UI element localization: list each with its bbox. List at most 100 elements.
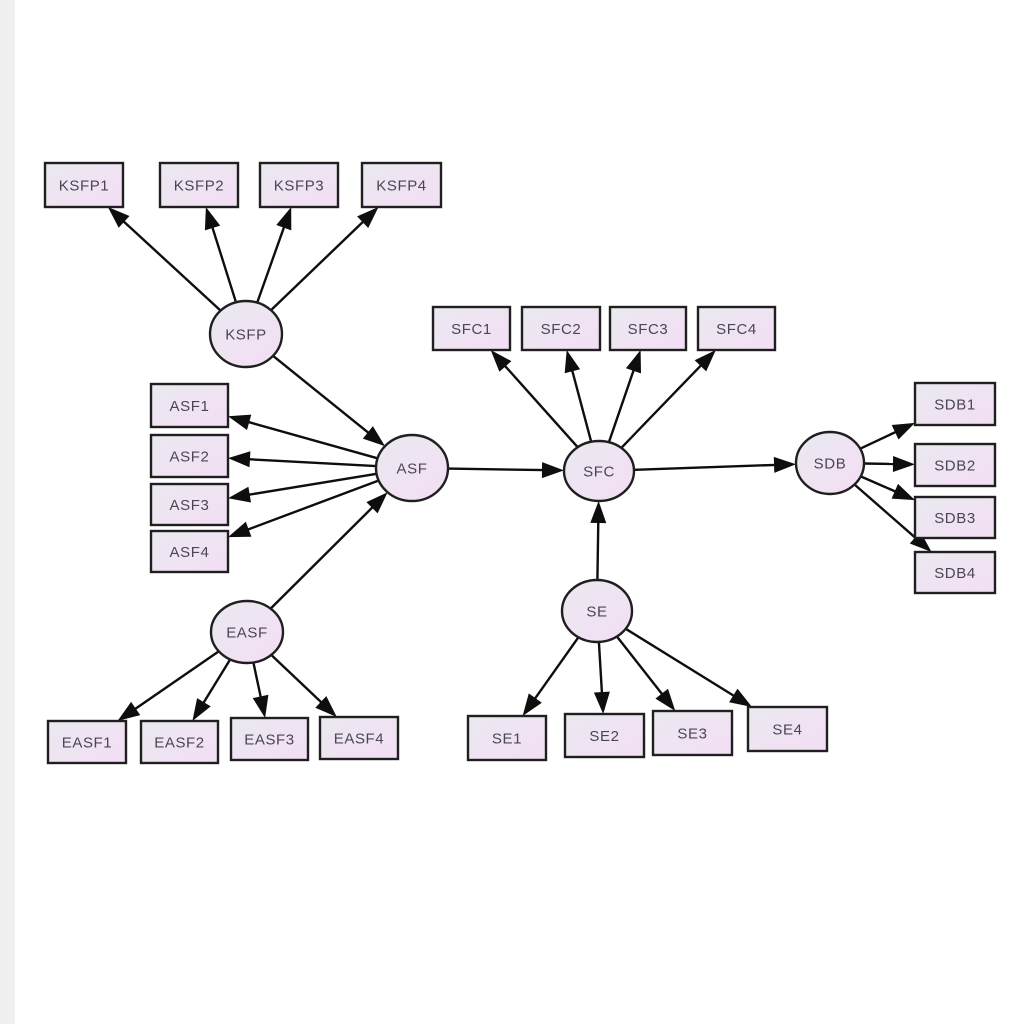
page-left-gutter xyxy=(0,0,15,1024)
observed-variable-rect xyxy=(563,712,646,759)
edge-ASF-ASF3 xyxy=(228,472,377,503)
node-label-se2: SE2 xyxy=(589,728,619,745)
arrowhead-icon xyxy=(366,492,388,514)
node-sfc3: SFC3 xyxy=(608,305,688,352)
node-label-se3: SE3 xyxy=(677,725,707,742)
edge-EASF-EASF1 xyxy=(117,650,220,721)
edge-SFC-SDB xyxy=(633,456,796,473)
edge-line xyxy=(270,219,365,312)
edge-line xyxy=(615,635,664,697)
edge-SDB-SDB4 xyxy=(853,483,932,552)
observed-variable-rect xyxy=(149,382,230,429)
edge-line xyxy=(620,363,703,449)
observed-variable-rect xyxy=(149,529,230,574)
observed-variable-rect xyxy=(318,715,400,761)
node-ksfp2: KSFP2 xyxy=(158,161,240,209)
edge-line xyxy=(860,475,898,494)
node-label-sfc2: SFC2 xyxy=(541,321,582,338)
arrowhead-icon xyxy=(891,483,915,501)
arrowhead-icon xyxy=(773,456,796,473)
observed-variable-rect xyxy=(466,714,548,762)
edge-line xyxy=(201,658,232,705)
arrowhead-icon xyxy=(541,462,564,479)
arrowhead-icon xyxy=(490,350,512,372)
observed-variable-rect xyxy=(149,482,230,527)
observed-variable-rect xyxy=(913,495,997,540)
edge-ASF-ASF1 xyxy=(228,414,378,460)
node-label-easf4: EASF4 xyxy=(334,730,385,747)
observed-variable-rect xyxy=(746,705,829,753)
node-label-ksfp: KSFP xyxy=(225,326,267,343)
node-se2: SE2 xyxy=(563,712,646,759)
edge-EASF-ASF xyxy=(269,492,388,610)
edge-SE-SE2 xyxy=(593,641,610,714)
arrowhead-icon xyxy=(252,694,269,718)
arrowhead-icon xyxy=(228,451,251,468)
arrowhead-icon xyxy=(228,414,252,430)
node-label-easf3: EASF3 xyxy=(244,731,295,748)
node-label-ksfp4: KSFP4 xyxy=(376,177,427,194)
edge-line xyxy=(853,483,918,540)
edge-layer xyxy=(107,207,932,721)
edge-ASF-ASF2 xyxy=(228,451,377,468)
node-label-sdb: SDB xyxy=(814,455,847,472)
edge-ASF-SFC xyxy=(447,462,564,479)
node-label-ksfp1: KSFP1 xyxy=(59,177,110,194)
edge-KSFP-ASF xyxy=(272,354,385,447)
arrowhead-icon xyxy=(593,691,610,714)
node-sfc2: SFC2 xyxy=(520,305,602,352)
node-se4: SE4 xyxy=(746,705,829,753)
arrowhead-icon xyxy=(357,207,379,228)
node-sdb4: SDB4 xyxy=(913,550,997,595)
observed-variable-rect xyxy=(158,161,240,209)
observed-variable-rect xyxy=(913,550,997,595)
node-ksfp3: KSFP3 xyxy=(258,161,340,209)
observed-variable-rect xyxy=(139,719,220,765)
edge-SE-SE3 xyxy=(615,635,676,711)
node-label-sdb2: SDB2 xyxy=(934,457,976,474)
edge-SFC-SFC3 xyxy=(607,350,641,443)
arrowhead-icon xyxy=(204,207,221,231)
latent-variable-ellipse xyxy=(794,430,866,496)
observed-variable-rect xyxy=(229,716,310,762)
node-se3: SE3 xyxy=(651,709,734,757)
arrowhead-icon xyxy=(590,501,607,524)
edge-ASF-ASF4 xyxy=(228,479,380,538)
edge-line xyxy=(121,219,222,312)
edge-SFC-SFC2 xyxy=(564,350,593,443)
edge-line xyxy=(863,462,896,466)
edge-line xyxy=(247,458,377,468)
observed-variable-rect xyxy=(520,305,602,352)
node-label-ksfp2: KSFP2 xyxy=(174,177,225,194)
node-asf3: ASF3 xyxy=(149,482,230,527)
edge-line xyxy=(246,420,378,460)
arrowhead-icon xyxy=(892,456,915,472)
edge-line xyxy=(503,364,579,448)
edge-SDB-SDB1 xyxy=(859,422,915,450)
edge-EASF-EASF4 xyxy=(270,654,337,717)
edge-line xyxy=(597,641,604,695)
node-label-asf: ASF xyxy=(397,460,428,477)
arrowhead-icon xyxy=(228,521,252,538)
arrowhead-icon xyxy=(891,422,915,440)
node-label-sfc4: SFC4 xyxy=(716,321,757,338)
node-asf: ASF xyxy=(374,433,450,503)
node-label-se: SE xyxy=(586,603,607,620)
node-label-asf1: ASF1 xyxy=(170,398,210,415)
observed-variable-rect xyxy=(258,161,340,209)
edge-line xyxy=(570,368,593,443)
edge-line xyxy=(210,225,238,303)
edge-line xyxy=(596,520,600,581)
edge-line xyxy=(133,650,220,711)
node-easf3: EASF3 xyxy=(229,716,310,762)
observed-variable-rect xyxy=(651,709,734,757)
edge-line xyxy=(859,430,898,450)
observed-variable-rect xyxy=(913,381,997,427)
node-label-asf4: ASF4 xyxy=(170,544,210,561)
arrowhead-icon xyxy=(564,350,581,374)
edge-SDB-SDB3 xyxy=(860,475,915,501)
latent-variable-ellipse xyxy=(560,578,634,644)
edge-KSFP-KSFP4 xyxy=(270,207,379,312)
node-easf2: EASF2 xyxy=(139,719,220,765)
